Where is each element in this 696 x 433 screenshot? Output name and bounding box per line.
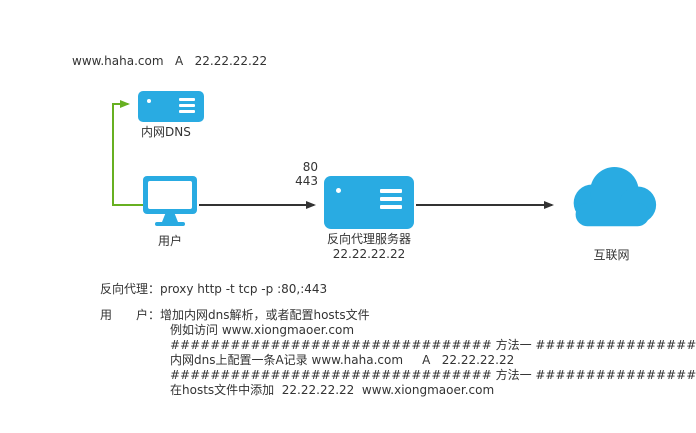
note-reverse-proxy-command: 反向代理：proxy http -t tcp -p :80,:443 bbox=[100, 282, 328, 296]
server-dot-icon bbox=[147, 99, 151, 103]
monitor-base bbox=[155, 222, 185, 226]
proxy-server-label: 反向代理服务器 bbox=[326, 232, 411, 246]
note-method-divider-2: ################################ 方法一 ###… bbox=[170, 368, 696, 382]
dns-record-text: www.haha.com A 22.22.22.22 bbox=[72, 54, 268, 68]
proxy-server-icon bbox=[324, 176, 414, 229]
server-vent-icon bbox=[179, 98, 195, 113]
user-label: 用户 bbox=[157, 234, 182, 248]
note-method-divider-1: ################################ 方法一 ###… bbox=[170, 338, 696, 352]
note-method-2-detail: 在hosts文件中添加 22.22.22.22 www.xiongmaoer.c… bbox=[170, 383, 495, 397]
monitor-screen-inner bbox=[148, 181, 192, 209]
server-dot-icon bbox=[336, 188, 341, 193]
proxy-server-ip: 22.22.22.22 bbox=[332, 247, 406, 261]
note-method-1-detail: 内网dns上配置一条A记录 www.haha.com A 22.22.22.22 bbox=[170, 353, 515, 367]
proxy-ports: 80 443 bbox=[284, 160, 318, 188]
monitor-stand bbox=[162, 214, 178, 222]
user-monitor-icon bbox=[143, 176, 197, 228]
dns-server-icon bbox=[138, 91, 204, 122]
server-vent-icon bbox=[380, 189, 402, 209]
internet-label: 互联网 bbox=[593, 248, 630, 262]
note-user-instruction: 用 户：增加内网dns解析，或者配置hosts文件 bbox=[100, 308, 370, 322]
internet-cloud-icon bbox=[563, 164, 660, 238]
proxy-port-80: 80 bbox=[302, 160, 318, 174]
dns-server-label: 内网DNS bbox=[141, 125, 191, 139]
note-example-visit: 例如访问 www.xiongmaoer.com bbox=[170, 323, 355, 337]
proxy-port-443: 443 bbox=[295, 174, 318, 188]
